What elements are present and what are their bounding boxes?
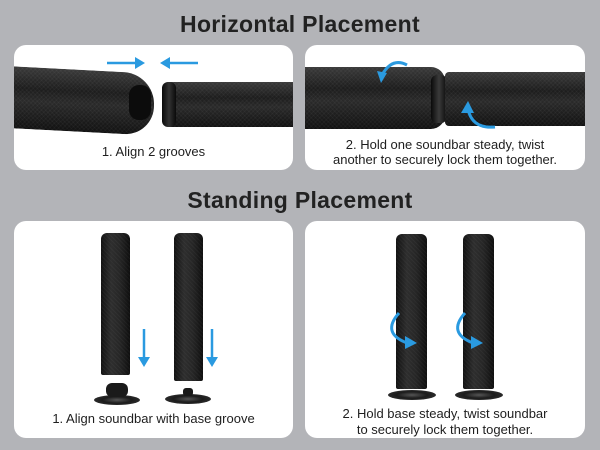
- rotate-arrow-icon: [456, 311, 483, 349]
- step-caption: 1. Align 2 grooves: [101, 144, 206, 159]
- soundbar-vertical-left: [101, 233, 130, 375]
- step-caption-line-2: to securely lock them together.: [356, 422, 534, 437]
- soundbar-vertical-left: [396, 234, 427, 389]
- soundbar-collar: [431, 75, 447, 123]
- rotate-arrow-icon: [461, 101, 496, 129]
- panel-horizontal-step-2: 2. Hold one soundbar steady, twist anoth…: [305, 45, 585, 170]
- rotate-arrow-icon: [377, 61, 408, 83]
- groove-connector: [129, 85, 151, 120]
- soundbar-vertical-right: [463, 234, 494, 389]
- arrow-left-icon: [160, 57, 198, 69]
- panel-horizontal-step-1: 1. Align 2 grooves: [14, 45, 293, 170]
- arrow-right-icon: [107, 57, 145, 69]
- panel-standing-step-1: 1. Align soundbar with base groove: [14, 221, 293, 438]
- stand-base-left: [94, 395, 140, 405]
- panel-standing-step-2: 2. Hold base steady, twist soundbar to s…: [305, 221, 585, 438]
- soundbar-vertical-right: [174, 233, 203, 381]
- step-caption-line-1: 2. Hold base steady, twist soundbar: [342, 406, 548, 421]
- stand-hub-left: [106, 383, 128, 397]
- stand-base-right: [165, 394, 211, 404]
- horizontal-placement-title: Horizontal Placement: [180, 11, 420, 37]
- stand-hub-right: [183, 388, 193, 396]
- soundbar-right: [445, 72, 585, 126]
- stand-base-left: [388, 390, 436, 400]
- standing-placement-title: Standing Placement: [187, 187, 413, 213]
- step-caption: 1. Align soundbar with base groove: [52, 411, 255, 426]
- step-caption-line-2: another to securely lock them together.: [332, 152, 557, 167]
- soundbar-right-collar: [162, 82, 176, 127]
- arrow-down-icon: [206, 329, 218, 367]
- rotate-arrow-icon: [390, 311, 417, 349]
- step-caption-line-1: 2. Hold one soundbar steady, twist: [345, 137, 545, 152]
- arrow-down-icon: [138, 329, 150, 367]
- soundbar-left: [305, 67, 445, 129]
- soundbar-right: [162, 82, 293, 127]
- stand-base-right: [455, 390, 503, 400]
